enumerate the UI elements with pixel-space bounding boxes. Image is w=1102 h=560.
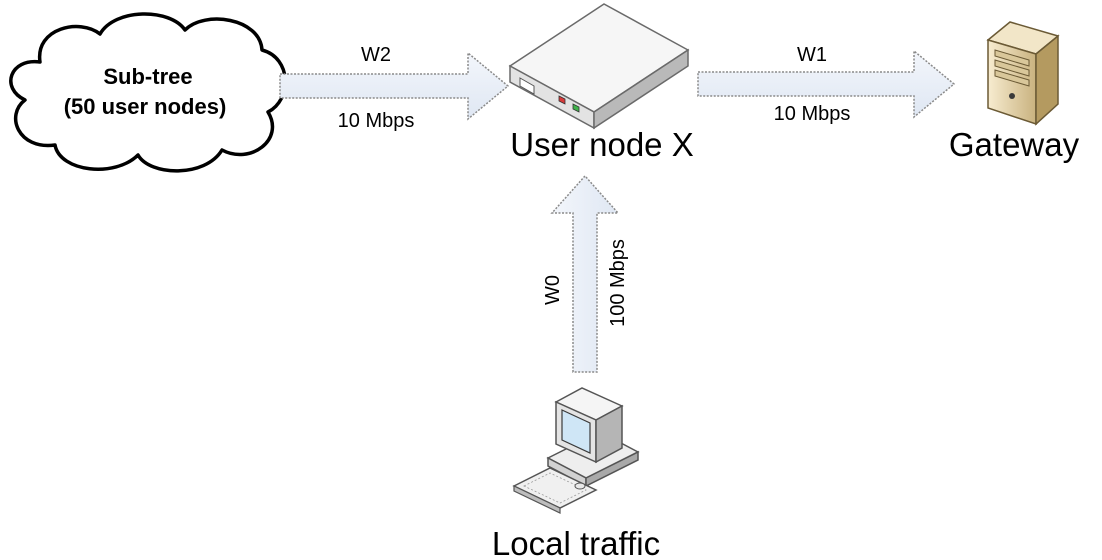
cloud-label-line1: Sub-tree xyxy=(103,64,192,89)
desktop-computer-icon xyxy=(512,387,640,514)
router-box-icon xyxy=(508,3,690,130)
local-traffic-label: Local traffic xyxy=(492,525,660,560)
link-w1-arrow: W1 10 Mbps xyxy=(697,44,956,125)
w1-bandwidth: 10 Mbps xyxy=(774,103,851,125)
subtree-cloud: Sub-tree (50 user nodes) xyxy=(9,12,287,173)
link-w0-arrow: W0 100 Mbps xyxy=(542,174,629,373)
gateway-node: Gateway xyxy=(949,21,1080,163)
w2-label: W2 xyxy=(361,44,391,66)
w2-bandwidth: 10 Mbps xyxy=(338,110,415,132)
gateway-label: Gateway xyxy=(949,126,1080,163)
user-node-label: User node X xyxy=(510,126,693,163)
w0-label: W0 xyxy=(542,275,564,305)
local-traffic-node: Local traffic xyxy=(492,387,660,560)
link-w2-arrow: W2 10 Mbps xyxy=(279,44,510,132)
w1-label: W1 xyxy=(797,44,827,66)
w0-bandwidth: 100 Mbps xyxy=(607,239,629,327)
cloud-label-line2: (50 user nodes) xyxy=(64,94,227,119)
server-tower-icon xyxy=(986,21,1060,126)
user-node-x: User node X xyxy=(508,3,694,163)
cloud-shape xyxy=(9,12,287,173)
